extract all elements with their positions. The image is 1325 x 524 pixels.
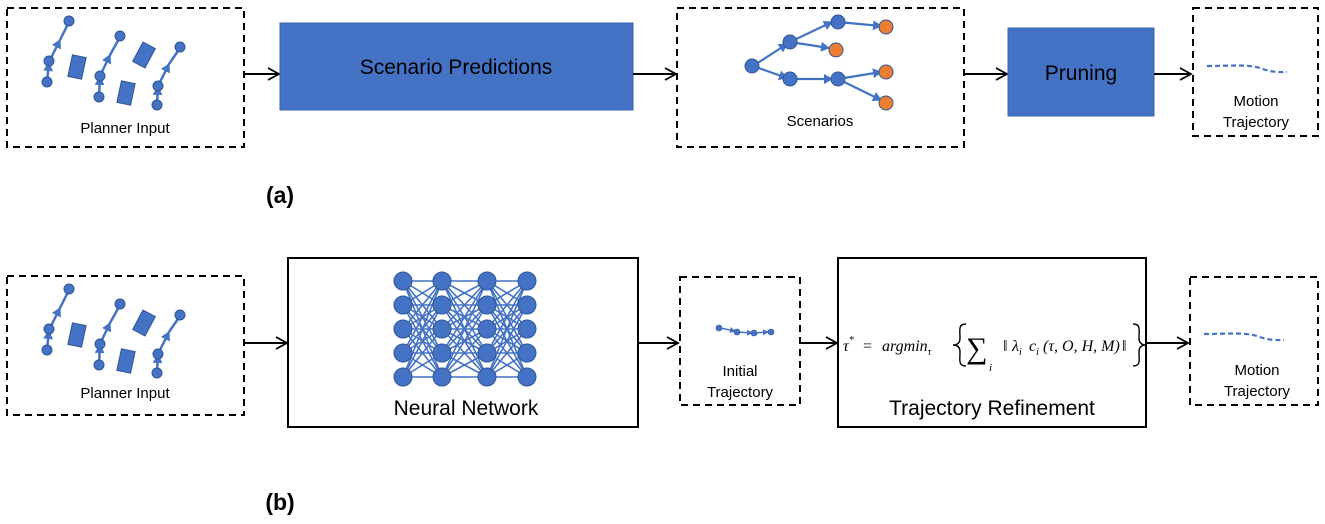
nn-node — [517, 271, 537, 291]
scenario-tree-icon — [744, 14, 894, 111]
equation-args: (τ, O, H, M) — [1043, 338, 1120, 355]
neural-network-icon — [393, 271, 537, 387]
nn-node — [432, 367, 452, 387]
brace-left — [952, 323, 967, 367]
nn-edge — [402, 280, 443, 330]
nn-edge — [486, 304, 528, 378]
nn-node — [517, 319, 537, 339]
nn-node — [393, 319, 413, 339]
nn-edge — [486, 328, 528, 378]
nn-edge — [402, 304, 443, 378]
nn-node — [393, 271, 413, 291]
planner-input-label-b: Planner Input — [80, 385, 170, 402]
pruning-label: Pruning — [1045, 62, 1117, 85]
motion-trajectory-line1-b: Motion — [1234, 362, 1279, 379]
initial-trajectory-line2: Trajectory — [707, 384, 774, 401]
panel-a: Planner Input Scenario Predictions — [6, 7, 1319, 208]
nn-edge — [441, 328, 488, 378]
nn-node — [432, 319, 452, 339]
equation-sum: ∑ — [966, 332, 987, 365]
equation-norm-close: ‖ — [1122, 338, 1127, 355]
nn-edge — [441, 280, 488, 378]
motion-trajectory-line1-a: Motion — [1233, 93, 1278, 110]
scenarios-label: Scenarios — [787, 113, 854, 130]
nn-edge — [486, 280, 528, 378]
equation-lambda: λi — [1011, 338, 1022, 358]
initial-trajectory-icon — [715, 324, 775, 337]
nn-edge — [402, 280, 443, 354]
equation-c: ci — [1029, 338, 1039, 358]
panel-b-label: (b) — [265, 489, 294, 515]
nn-edge — [486, 280, 528, 354]
nn-node — [517, 367, 537, 387]
nn-edge — [402, 328, 443, 378]
motion-trajectory-box-b: Motion Trajectory — [1189, 276, 1319, 406]
trajectory-curve-a — [1206, 64, 1288, 74]
equation-norm-open: ‖ — [1003, 338, 1008, 355]
panel-a-label: (a) — [266, 182, 294, 208]
pruning-box: Pruning — [1007, 27, 1155, 117]
equation-lhs: τ* — [843, 335, 854, 355]
planner-input-label-a: Planner Input — [80, 120, 170, 137]
refinement-equation: τ* = argminτ ∑ i ‖ λi ci (τ, O, H, M) ‖ — [843, 323, 1147, 374]
scenario-predictions-box: Scenario Predictions — [279, 22, 634, 111]
nn-node — [432, 295, 452, 315]
trajectory-refinement-box: τ* = argminτ ∑ i ‖ λi ci (τ, O, H, M) ‖ … — [837, 257, 1147, 428]
nn-edge — [486, 280, 528, 330]
trajectory-refinement-label: Trajectory Refinement — [889, 397, 1095, 420]
initial-trajectory-box: Initial Trajectory — [679, 276, 801, 406]
nn-node — [432, 343, 452, 363]
nn-node — [477, 271, 497, 291]
neural-network-box: Neural Network — [287, 257, 639, 428]
nn-node — [393, 367, 413, 387]
motion-trajectory-line2-b: Trajectory — [1224, 383, 1291, 400]
planner-input-icon-a — [41, 15, 186, 111]
initial-trajectory-line1: Initial — [722, 363, 757, 380]
neural-network-label: Neural Network — [394, 397, 539, 420]
planner-input-box-a: Planner Input — [6, 7, 245, 148]
brace-right — [1132, 323, 1147, 367]
nn-edge — [441, 280, 488, 330]
equation-sum-sub: i — [989, 362, 992, 374]
nn-node — [477, 295, 497, 315]
nn-edge — [441, 304, 488, 378]
equation-equals: = — [862, 338, 873, 355]
nn-node — [393, 295, 413, 315]
planner-input-box-b: Planner Input — [6, 275, 245, 416]
planner-input-icon-b — [41, 283, 186, 379]
trajectory-curve-b — [1203, 332, 1285, 342]
nn-node — [477, 319, 497, 339]
motion-trajectory-box-a: Motion Trajectory — [1192, 7, 1319, 137]
motion-trajectory-line2-a: Trajectory — [1223, 114, 1290, 131]
nn-edge — [402, 280, 443, 378]
nn-edge — [441, 280, 488, 354]
nn-node — [517, 343, 537, 363]
equation-argmin: argminτ — [882, 338, 932, 358]
nn-node — [477, 343, 497, 363]
nn-node — [517, 295, 537, 315]
nn-node — [477, 367, 497, 387]
nn-node — [393, 343, 413, 363]
panel-b: Planner Input Neural Network Initial Tra — [6, 257, 1319, 515]
nn-node — [432, 271, 452, 291]
scenario-predictions-label: Scenario Predictions — [360, 56, 553, 79]
scenarios-box: Scenarios — [676, 7, 965, 148]
